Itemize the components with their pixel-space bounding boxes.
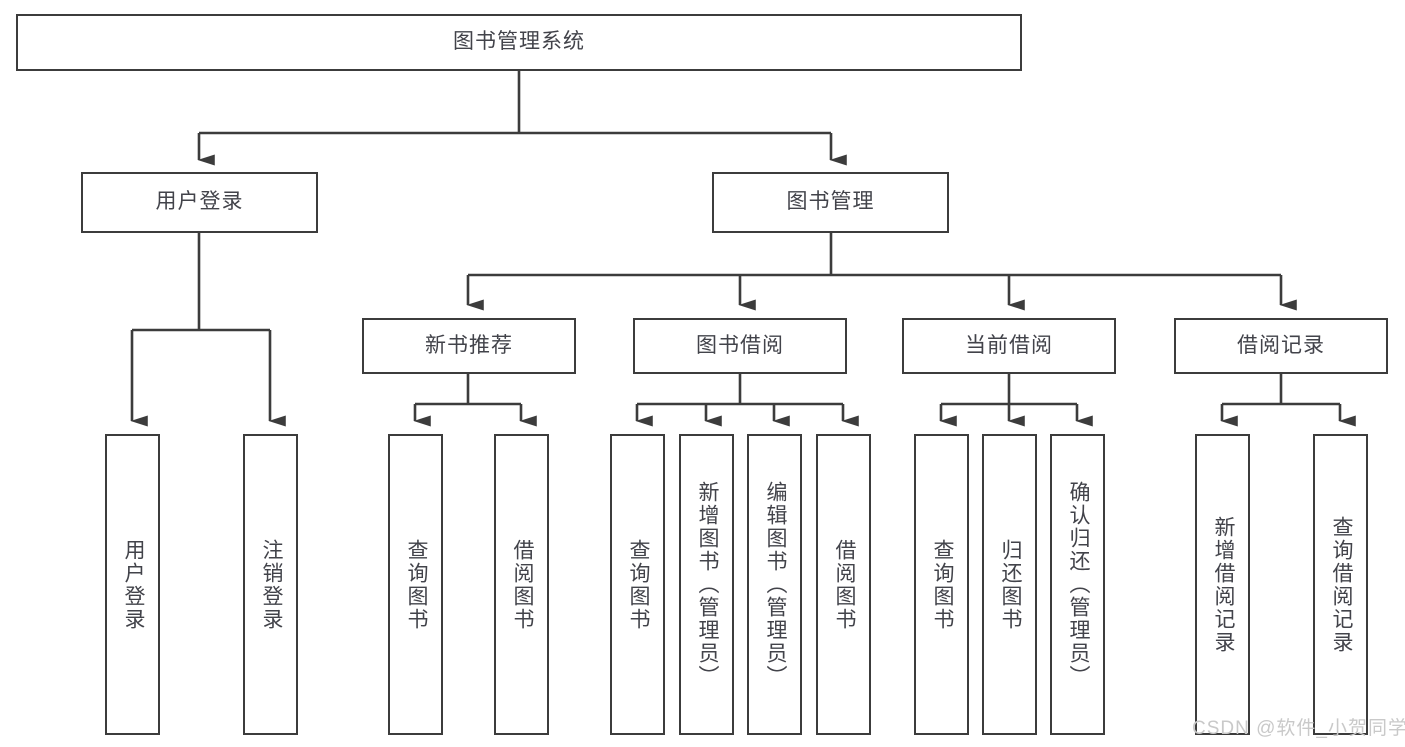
node-user-login-label: 用户登录 [155,190,244,214]
node-book-management-label: 图书管理 [786,190,875,214]
leaf-logout-login-label: 注销登录 [259,538,283,631]
leaf-add-book-admin-label: 新增图书（管理员） [695,481,719,688]
node-new-book-recommend[interactable]: 新书推荐 [362,318,576,374]
leaf-edit-book-admin-label: 编辑图书（管理员） [763,481,787,688]
leaf-query-book-recommend[interactable]: 查询图书 [388,434,443,735]
leaf-add-borrow-record[interactable]: 新增借阅记录 [1195,434,1250,735]
node-borrow-record-label: 借阅记录 [1237,333,1325,357]
node-book-borrow[interactable]: 图书借阅 [633,318,847,374]
leaf-user-login[interactable]: 用户登录 [105,434,160,735]
leaf-query-book-current[interactable]: 查询图书 [914,434,969,735]
leaf-return-book-label: 归还图书 [998,538,1022,631]
leaf-add-book-admin[interactable]: 新增图书（管理员） [679,434,734,735]
leaf-query-book-borrow-label: 查询图书 [626,538,650,631]
watermark-text: CSDN @软件_小贺同学 [1192,718,1405,739]
node-current-borrow-label: 当前借阅 [965,333,1053,357]
leaf-borrow-book-recommend[interactable]: 借阅图书 [494,434,549,735]
node-user-login[interactable]: 用户登录 [81,172,318,233]
leaf-query-borrow-record[interactable]: 查询借阅记录 [1313,434,1368,735]
leaf-confirm-return-admin-label: 确认归还（管理员） [1066,481,1090,688]
leaf-query-book-borrow[interactable]: 查询图书 [610,434,665,735]
node-book-borrow-label: 图书借阅 [696,333,784,357]
leaf-query-borrow-record-label: 查询借阅记录 [1329,515,1353,654]
leaf-add-borrow-record-label: 新增借阅记录 [1211,515,1235,654]
node-current-borrow[interactable]: 当前借阅 [902,318,1116,374]
leaf-borrow-book-recommend-label: 借阅图书 [510,538,534,631]
leaf-borrow-book[interactable]: 借阅图书 [816,434,871,735]
node-new-book-recommend-label: 新书推荐 [425,333,513,357]
node-root-system[interactable]: 图书管理系统 [16,14,1022,71]
node-book-management[interactable]: 图书管理 [712,172,949,233]
leaf-query-book-recommend-label: 查询图书 [404,538,428,631]
leaf-query-book-current-label: 查询图书 [930,538,954,631]
leaf-edit-book-admin[interactable]: 编辑图书（管理员） [747,434,802,735]
leaf-confirm-return-admin[interactable]: 确认归还（管理员） [1050,434,1105,735]
leaf-borrow-book-label: 借阅图书 [832,538,856,631]
leaf-return-book[interactable]: 归还图书 [982,434,1037,735]
leaf-user-login-label: 用户登录 [121,538,145,631]
node-borrow-record[interactable]: 借阅记录 [1174,318,1388,374]
leaf-logout-login[interactable]: 注销登录 [243,434,298,735]
node-root-system-label: 图书管理系统 [453,30,585,54]
